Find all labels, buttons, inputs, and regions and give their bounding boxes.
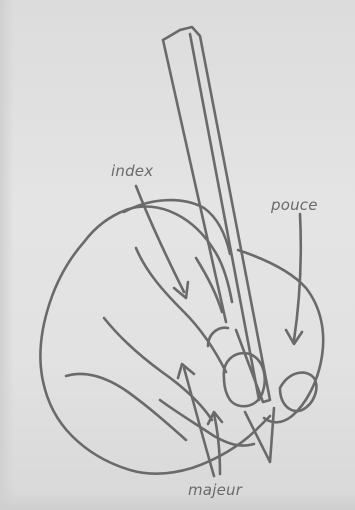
label-majeur: majeur xyxy=(188,481,242,499)
pencil-inner-edge xyxy=(190,34,259,400)
label-pouce: pouce xyxy=(271,196,318,214)
middle-finger-nail xyxy=(224,353,265,406)
arrows xyxy=(136,186,302,476)
pencil xyxy=(163,27,274,462)
arrow-majeur-shaft-2 xyxy=(214,414,220,474)
index-finger-crease xyxy=(208,328,228,346)
label-index: index xyxy=(111,162,153,180)
hand xyxy=(40,200,323,474)
hand-top-knuckle xyxy=(124,200,230,254)
hand-outer-contour xyxy=(40,207,270,474)
palm-line-2 xyxy=(104,318,212,420)
